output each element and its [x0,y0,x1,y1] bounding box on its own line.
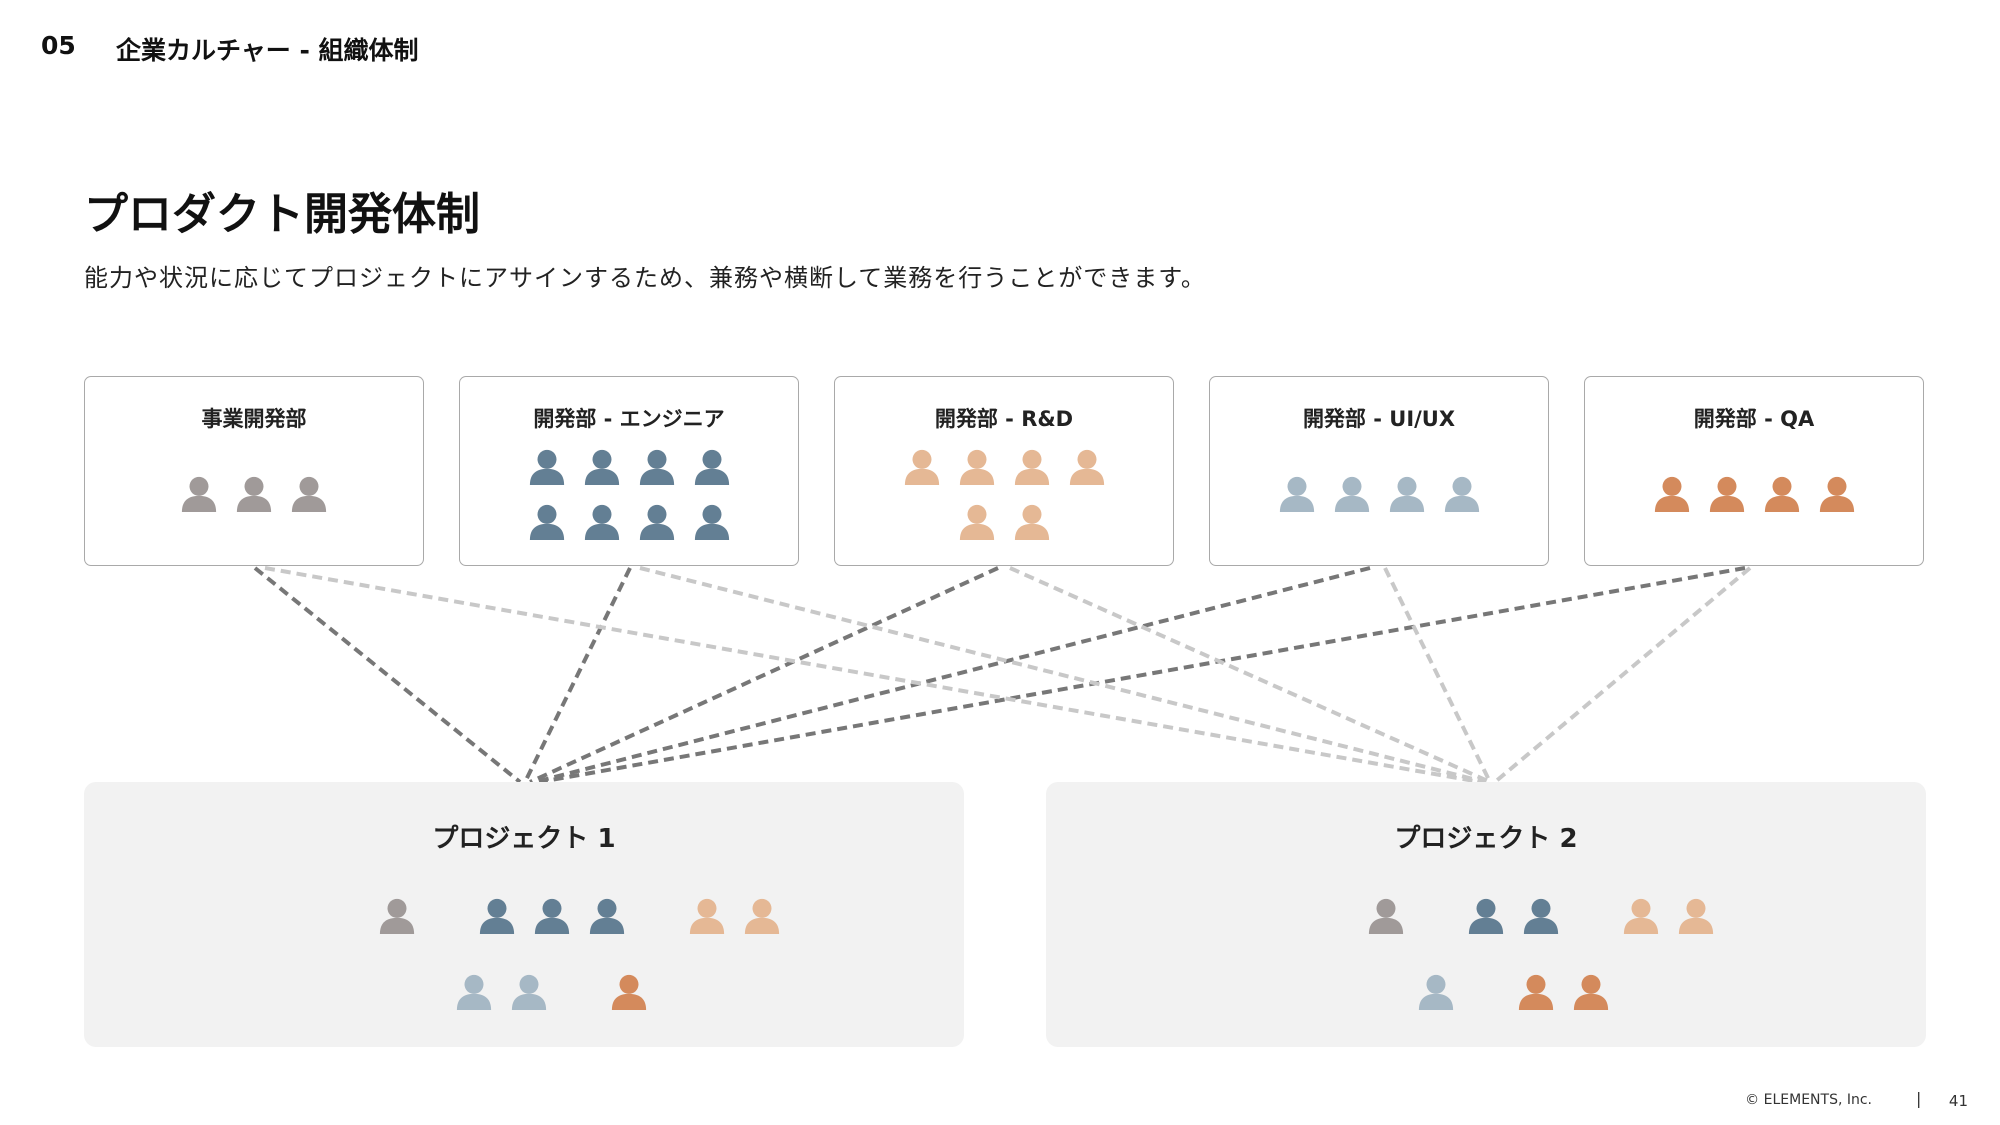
person-icon [1764,476,1799,513]
department-card-biz: 事業開発部 [84,376,424,566]
connector-eng-project2 [639,566,1486,784]
person-icon [1709,476,1744,513]
person-icon [694,449,729,486]
department-label: 開発部 - R&D [934,407,1074,431]
person-icon [1069,449,1104,486]
person-icon [584,504,619,541]
connector-biz-project1 [253,566,522,784]
department-card-rd: 開発部 - R&D [834,376,1174,566]
person-icon [1623,898,1659,935]
person-icon [1279,476,1314,513]
connector-rd-project1 [529,566,999,784]
connector-qa-project1 [539,566,1746,784]
person-icon [1014,504,1049,541]
connector-rd-project2 [1009,566,1491,784]
person-icon [1418,974,1454,1011]
section-title: 企業カルチャー - 組織体制 [116,36,419,65]
person-icon [1368,898,1404,935]
connector-qa-project2 [1493,566,1752,784]
person-icon [694,504,729,541]
person-icon [181,476,217,513]
department-card-uiux: 開発部 - UI/UX [1209,376,1549,566]
person-icon [1819,476,1854,513]
person-icon [1014,449,1049,486]
person-icon [639,504,674,541]
department-label: 開発部 - QA [1693,407,1815,431]
person-icon [1518,974,1554,1011]
person-icon [1468,898,1504,935]
person-icon [1654,476,1689,513]
project-label: プロジェクト 1 [432,824,616,854]
connector-uiux-project2 [1383,567,1492,783]
person-icon [904,449,939,486]
person-icon [689,898,724,935]
person-icon [534,898,569,935]
person-icon [1444,476,1479,513]
person-icon [589,898,624,935]
department-card-qa: 開発部 - QA [1584,376,1924,566]
person-icon [379,898,414,935]
person-icon [1678,898,1714,935]
person-icon [456,974,492,1011]
person-icon [639,449,674,486]
person-icon [959,504,994,541]
person-icon [236,476,272,513]
footer-copyright: © ELEMENTS, Inc. [1745,1092,1872,1108]
person-icon [1573,974,1609,1011]
person-icon [959,449,994,486]
person-icon [291,476,327,513]
person-icon [1389,476,1424,513]
person-icon [529,449,564,486]
department-label: 事業開発部 [201,407,307,431]
department-label: 開発部 - UI/UX [1302,407,1456,431]
person-icon [584,449,619,486]
department-card-engineer: 開発部 - エンジニア [459,376,799,566]
connector-biz-project2 [264,566,1481,784]
department-label: 開発部 - エンジニア [533,407,725,431]
footer-separator: | [1916,1089,1922,1108]
person-icon [1334,476,1369,513]
person-icon [744,898,779,935]
person-icon [1523,898,1559,935]
connector-eng-project1 [523,567,632,783]
section-number: 05 [41,31,76,60]
page-title: プロダクト開発体制 [84,189,480,240]
project-label: プロジェクト 2 [1394,824,1578,854]
connector-uiux-project1 [534,566,1371,784]
person-icon [479,898,514,935]
person-icon [511,974,547,1011]
person-icon [611,974,647,1011]
page-description: 能力や状況に応じてプロジェクトにアサインするため、兼務や横断して業務を行うことが… [84,264,1206,292]
person-icon [529,504,564,541]
footer-page-number: 41 [1948,1092,1968,1110]
